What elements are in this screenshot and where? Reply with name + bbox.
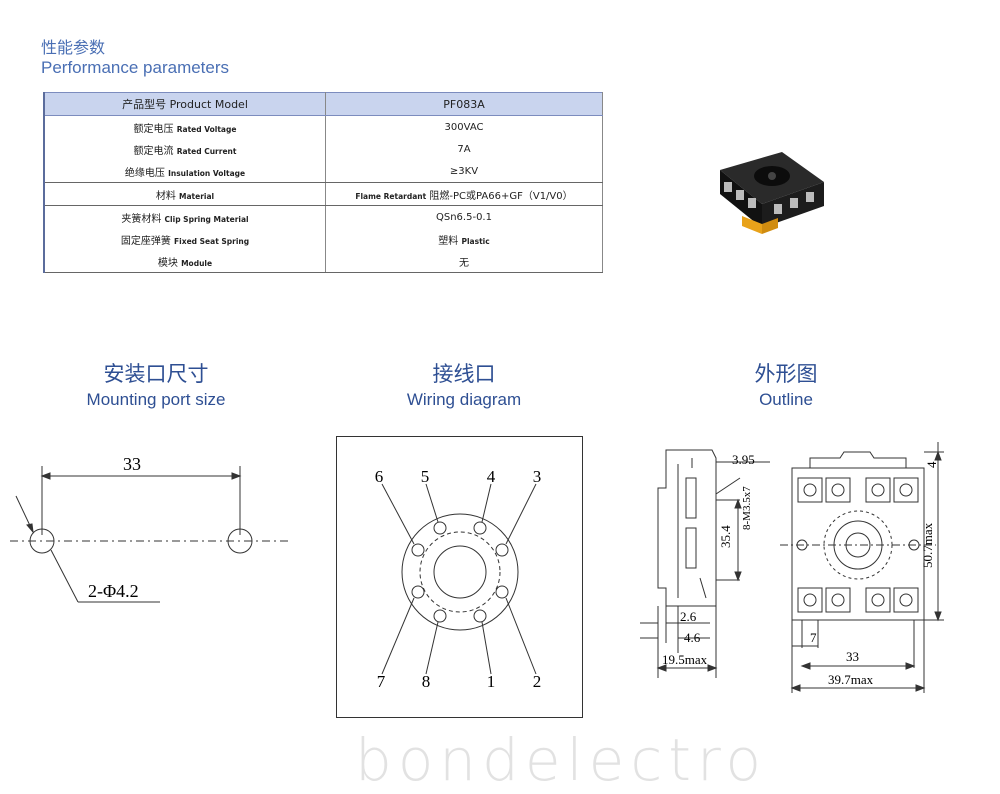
value-cn: 塑料 <box>438 235 459 247</box>
key-en: Material <box>179 191 215 201</box>
pin-4: 4 <box>487 467 496 486</box>
table-row: 材料 Material Flame Retardant 阻燃-PC或PA66+G… <box>43 182 603 206</box>
pin-1: 1 <box>487 672 496 691</box>
table-row: 绝缘电压 Insulation Voltage ≥3KV <box>43 160 603 183</box>
key-cn: 绝缘电压 <box>124 167 165 179</box>
table-head-value: PF083A <box>325 92 603 116</box>
pin-8: 8 <box>422 672 431 691</box>
dim-33: 33 <box>846 649 859 664</box>
table-row: 固定座弹簧 Fixed Seat Spring 塑料 Plastic <box>43 228 603 250</box>
pin-3: 3 <box>533 467 542 486</box>
pin-6: 6 <box>375 467 384 486</box>
row-value: ≥3KV <box>325 160 603 183</box>
row-value: QSn6.5-0.1 <box>325 205 603 228</box>
dim-35-4: 35.4 <box>718 525 733 548</box>
row-value: 塑料 Plastic <box>325 228 603 250</box>
wiring-title-cn: 接线口 <box>432 362 496 386</box>
dim-4: 4 <box>924 461 939 468</box>
performance-table: 产品型号 Product Model PF083A 额定电压 Rated Vol… <box>43 92 603 273</box>
key-en: Clip Spring Material <box>164 214 249 224</box>
mounting-diagram: 33 2-Φ4.2 <box>10 454 290 603</box>
dim-7: 7 <box>810 630 817 645</box>
key-cn: 额定电压 <box>133 123 174 135</box>
dim-holes: 2-Φ4.2 <box>88 581 139 601</box>
section-header-en: Performance parameters <box>41 58 230 77</box>
table-row: 额定电压 Rated Voltage 300VAC <box>43 115 603 138</box>
dim-2-6: 2.6 <box>680 609 697 624</box>
dim-screw: 8-M3.5x7 <box>741 486 753 530</box>
row-key: 固定座弹簧 Fixed Seat Spring <box>43 228 326 250</box>
table-head-key: 产品型号 Product Model <box>43 92 326 116</box>
dim-50-7: 50.7max <box>920 522 935 568</box>
row-key: 材料 Material <box>43 182 326 206</box>
key-cn: 额定电流 <box>133 145 174 157</box>
pin-5: 5 <box>421 467 430 486</box>
value-en: Plastic <box>461 236 490 246</box>
dim-4-6: 4.6 <box>684 630 701 645</box>
row-value: Flame Retardant 阻燃-PC或PA66+GF（V1/V0） <box>325 182 603 206</box>
value-cn: 阻燃-PC或PA66+GF（V1/V0） <box>429 190 573 202</box>
table-row: 额定电流 Rated Current 7A <box>43 138 603 160</box>
key-cn: 固定座弹簧 <box>120 235 171 247</box>
product-photo <box>720 152 824 234</box>
row-key: 额定电流 Rated Current <box>43 138 326 160</box>
key-en: Fixed Seat Spring <box>174 236 250 246</box>
key-en: Insulation Voltage <box>168 168 246 178</box>
wiring-title: 接线口 Wiring diagram <box>354 358 574 410</box>
table-row: 模块 Module 无 <box>43 250 603 273</box>
dim-3-95: 3.95 <box>732 452 755 467</box>
dim-39-7: 39.7max <box>828 672 874 687</box>
row-key: 模块 Module <box>43 250 326 273</box>
table-row: 产品型号 Product Model PF083A <box>43 92 603 116</box>
section-header-cn: 性能参数 <box>41 38 106 57</box>
row-value: 无 <box>325 250 603 273</box>
mounting-title-en: Mounting port size <box>86 390 226 409</box>
mounting-title-cn: 安装口尺寸 <box>103 362 209 386</box>
outline-title-en: Outline <box>759 390 813 409</box>
row-key: 额定电压 Rated Voltage <box>43 115 326 138</box>
key-cn: 材料 <box>155 190 176 202</box>
watermark: bondelectro <box>355 726 768 794</box>
row-key: 夹簧材料 Clip Spring Material <box>43 205 326 228</box>
value-en: Flame Retardant <box>355 191 427 201</box>
key-en: Rated Current <box>176 146 237 156</box>
mounting-title: 安装口尺寸 Mounting port size <box>46 358 266 410</box>
pin-7: 7 <box>377 672 386 691</box>
outline-title-cn: 外形图 <box>754 362 818 386</box>
outline-diagram: 3.95 8-M3.5x7 35.4 2.6 4.6 19.5max 4 50.… <box>640 442 944 693</box>
wiring-diagram: 6 5 4 3 7 8 1 2 <box>336 436 583 718</box>
key-cn: 模块 <box>157 257 178 269</box>
key-en: Rated Voltage <box>176 124 237 134</box>
row-key: 绝缘电压 Insulation Voltage <box>43 160 326 183</box>
dim-19-5: 19.5max <box>662 652 708 667</box>
key-en: Module <box>181 258 213 268</box>
pin-2: 2 <box>533 672 542 691</box>
dim-spacing: 33 <box>123 454 141 474</box>
row-value: 7A <box>325 138 603 160</box>
row-value: 300VAC <box>325 115 603 138</box>
table-row: 夹簧材料 Clip Spring Material QSn6.5-0.1 <box>43 205 603 228</box>
key-cn: 夹簧材料 <box>121 213 162 225</box>
wiring-title-en: Wiring diagram <box>406 390 522 409</box>
outline-title: 外形图 Outline <box>676 358 896 410</box>
